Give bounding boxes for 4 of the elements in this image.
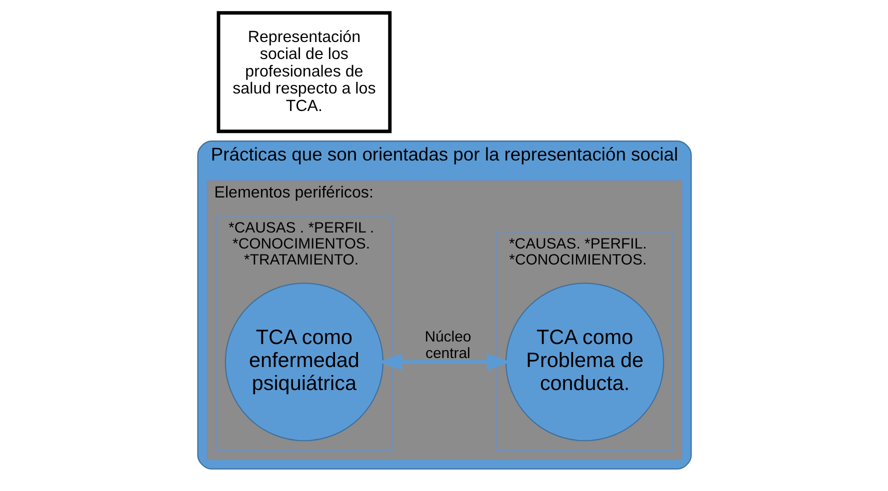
node-circle: TCA como Problema de conducta. xyxy=(504,282,664,442)
node-box: Representación social de los profesionales de salud respecto a los TCA. xyxy=(216,11,392,134)
node-circle: TCA como enfermedad psiquiátrica xyxy=(224,282,384,442)
edge-label: Núcleo central xyxy=(424,328,471,362)
